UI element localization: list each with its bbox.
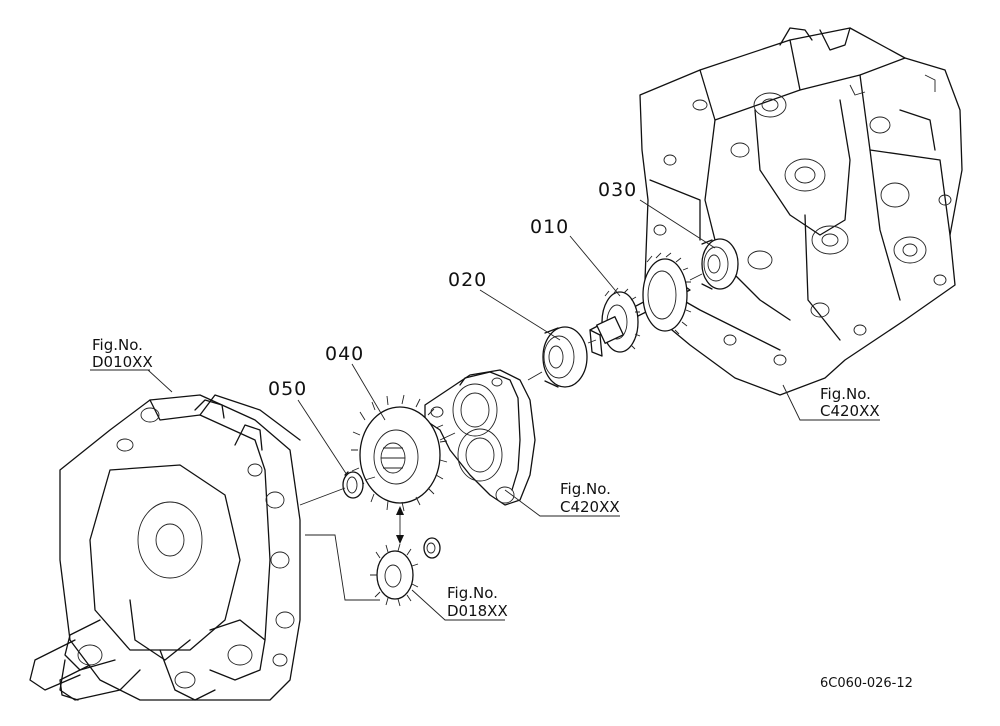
part-number-040: 040: [325, 343, 364, 365]
fig-ref-d018-label: Fig.No.: [447, 584, 498, 602]
fig-ref-c420-case-label: Fig.No.: [820, 385, 871, 403]
fig-ref-c420-case-code: C420XX: [820, 402, 880, 420]
gear-shaft-010-drawing: [589, 252, 692, 357]
front-housing-drawing: [29, 394, 301, 701]
fig-ref-c420-bracket-code: C420XX: [560, 498, 620, 516]
part-number-020: 020: [448, 269, 487, 291]
fig-ref-c420-bracket-label: Fig.No.: [560, 480, 611, 498]
transmission-case-drawing: [639, 27, 963, 396]
bearing-020-drawing: [542, 326, 588, 388]
bearing-030-drawing: [701, 238, 739, 290]
part-number-010: 010: [530, 216, 569, 238]
part-number-030: 030: [598, 179, 637, 201]
assembly-lines: [299, 273, 703, 601]
fig-ref-d010-label: Fig.No.: [92, 336, 143, 354]
drawing-code: 6C060-026-12: [820, 676, 913, 691]
part-number-050: 050: [268, 378, 307, 400]
fig-ref-d010-code: D010XX: [92, 353, 153, 371]
fig-ref-d018-code: D018XX: [447, 602, 508, 620]
bracket-drawing: [424, 369, 536, 506]
gear-040-drawing: [351, 394, 448, 512]
snap-ring-050-drawing: [342, 471, 364, 499]
idler-gear-d018-drawing: [370, 537, 441, 607]
callout-leaders: [90, 199, 880, 621]
